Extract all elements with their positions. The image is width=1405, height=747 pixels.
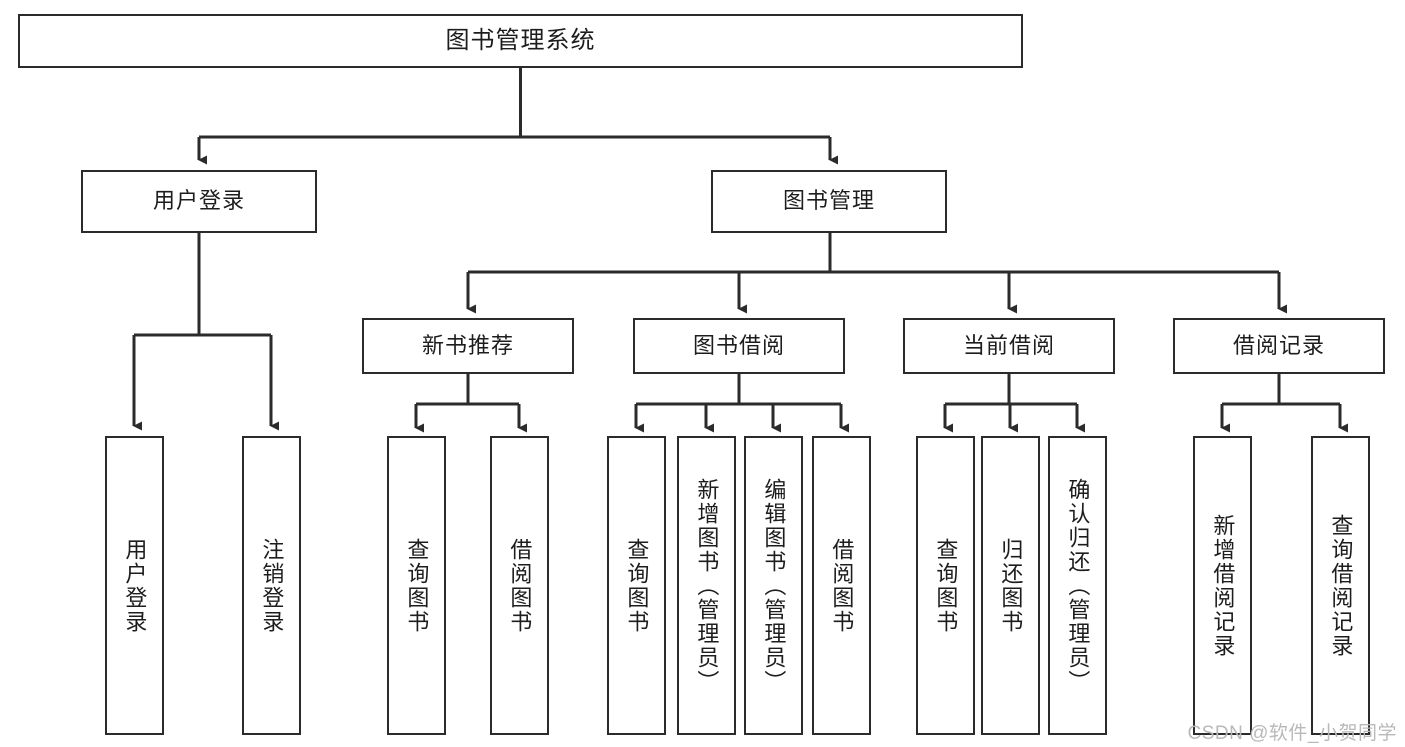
node-leaf-confirm-return-admin[interactable]: 确认归还（管理员） (1048, 436, 1107, 735)
node-label: 当前借阅 (962, 332, 1055, 358)
node-label: 借阅记录 (1232, 332, 1325, 358)
node-borrow-record[interactable]: 借阅记录 (1173, 318, 1385, 374)
node-label: 图书借阅 (692, 332, 785, 358)
node-leaf-logout[interactable]: 注销登录 (242, 436, 301, 735)
node-label: 确认归还（管理员） (1065, 477, 1091, 694)
node-leaf-query-book-newbook[interactable]: 查询图书 (387, 436, 446, 735)
node-leaf-add-book-admin[interactable]: 新增图书（管理员） (677, 436, 736, 735)
node-label: 查询图书 (404, 537, 430, 634)
node-label: 用户登录 (152, 188, 245, 214)
node-leaf-edit-book-admin[interactable]: 编辑图书（管理员） (744, 436, 803, 735)
node-label: 查询图书 (624, 537, 650, 634)
node-label: 新增借阅记录 (1210, 513, 1236, 658)
node-leaf-user-login[interactable]: 用户登录 (105, 436, 164, 735)
node-label: 借阅图书 (507, 537, 533, 634)
node-book-management[interactable]: 图书管理 (711, 170, 947, 233)
node-label: 编辑图书（管理员） (761, 477, 787, 694)
node-label: 借阅图书 (829, 537, 855, 634)
node-user-login[interactable]: 用户登录 (81, 170, 317, 233)
csdn-watermark: CSDN @软件_小贺同学 (1187, 723, 1397, 744)
node-current-borrow[interactable]: 当前借阅 (903, 318, 1115, 374)
node-label: 用户登录 (122, 537, 148, 634)
node-leaf-query-book-current[interactable]: 查询图书 (916, 436, 975, 735)
node-leaf-borrow-book[interactable]: 借阅图书 (812, 436, 871, 735)
node-leaf-return-book[interactable]: 归还图书 (981, 436, 1040, 735)
node-label: 新书推荐 (421, 332, 514, 358)
node-label: 归还图书 (998, 537, 1024, 634)
node-new-book-recommend[interactable]: 新书推荐 (362, 318, 574, 374)
node-label: 查询图书 (933, 537, 959, 634)
node-label: 查询借阅记录 (1328, 513, 1354, 658)
node-leaf-add-borrow-record[interactable]: 新增借阅记录 (1193, 436, 1252, 735)
node-leaf-borrow-book-newbook[interactable]: 借阅图书 (490, 436, 549, 735)
node-label: 图书管理系统 (445, 26, 596, 54)
node-label: 图书管理 (782, 188, 875, 214)
node-leaf-query-book-borrow[interactable]: 查询图书 (607, 436, 666, 735)
node-root-book-management-system[interactable]: 图书管理系统 (18, 14, 1023, 68)
node-label: 注销登录 (259, 537, 285, 634)
node-book-borrow[interactable]: 图书借阅 (633, 318, 845, 374)
node-leaf-query-borrow-record[interactable]: 查询借阅记录 (1311, 436, 1370, 735)
node-label: 新增图书（管理员） (694, 477, 720, 694)
